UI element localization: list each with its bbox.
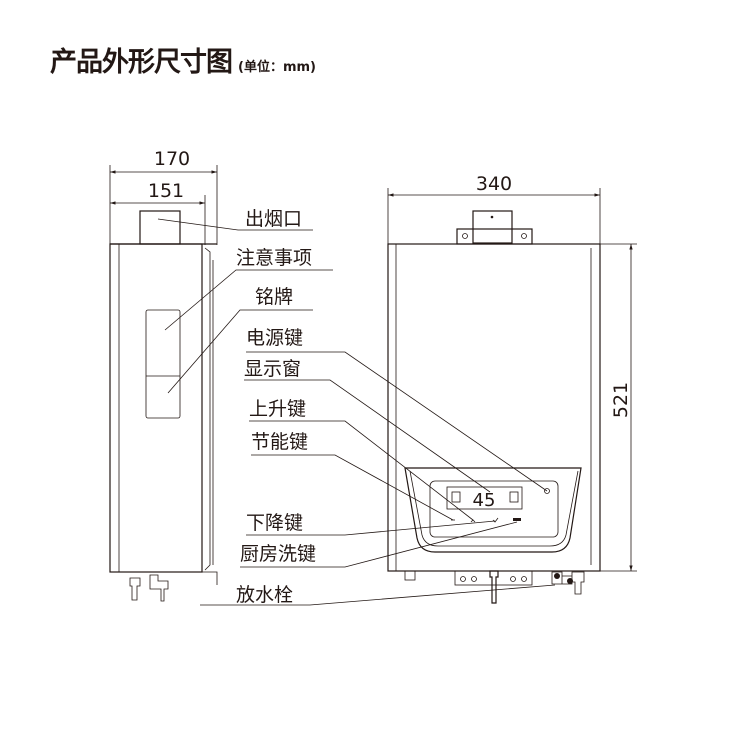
label-kitchen-key: 厨房洗键 [240,543,316,565]
power-key [544,488,550,494]
dim-151: 151 [148,180,184,202]
display-digits: 45 [473,490,496,511]
front-view: 340 521 45 [387,173,637,604]
label-display-window: 显示窗 [244,358,301,380]
nameplate [145,309,181,419]
drain-pipe [489,570,499,604]
label-eco-key: 节能键 [251,431,308,453]
label-up-key: 上升键 [249,398,306,420]
leader-lines [157,218,556,606]
title-text: 产品外形尺寸图 [50,47,233,78]
unit-note: (单位：mm) [238,60,316,75]
flue-outlet [139,210,181,245]
label-flue-outlet: 出烟口 [245,208,302,230]
label-power-key: 电源键 [246,327,303,349]
label-nameplate: 铭牌 [255,286,293,308]
up-key [470,519,476,523]
label-drain-plug: 放水栓 [236,584,293,606]
display-bezel [429,480,559,538]
dim-521: 521 [610,382,632,418]
control-panel [404,467,582,553]
page-title: 产品外形尺寸图 (单位：mm) [50,40,316,79]
labels: 出烟口 注意事项 铭牌 电源键 显示窗 上升键 节能键 下降键 厨房洗键 放水栓 [236,208,316,606]
eco-key [492,517,499,523]
kitchen-key [513,518,521,521]
front-flue [472,210,513,244]
display-window [446,486,523,510]
side-body [109,243,203,573]
dim-340: 340 [476,173,512,195]
label-notice: 注意事项 [236,247,312,269]
dim-170: 170 [154,148,190,170]
side-view: 170 151 [109,148,218,602]
label-down-key: 下降键 [246,512,303,534]
